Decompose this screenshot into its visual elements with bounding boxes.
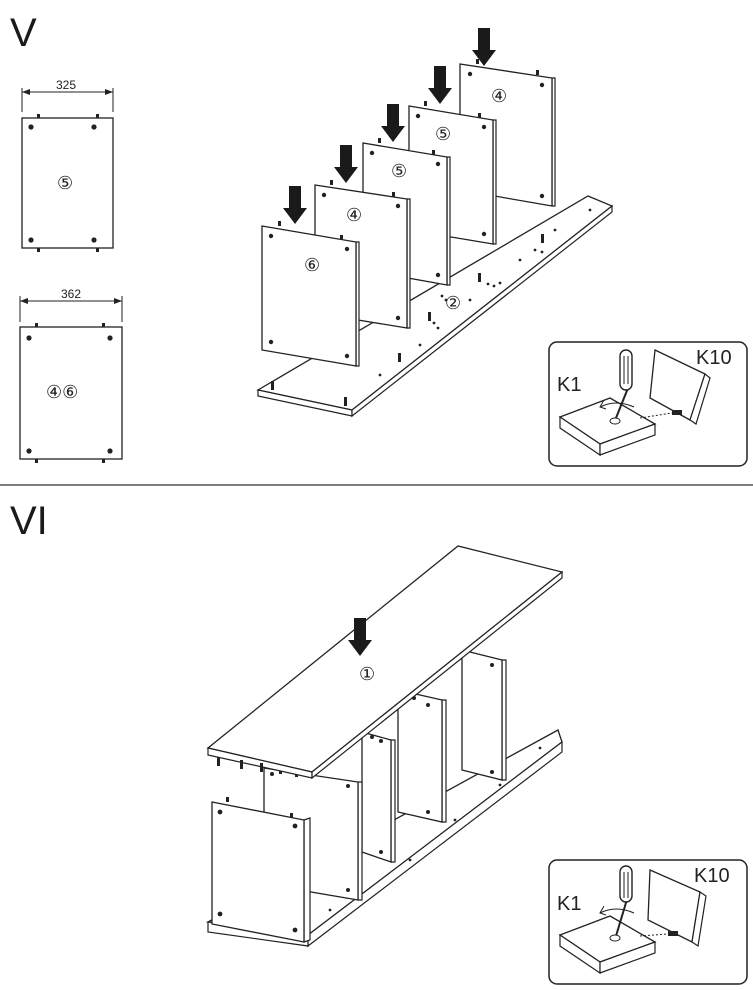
step-vi-label: VI: [10, 499, 48, 543]
panel-5-label: ④: [491, 86, 507, 107]
dimension-362: 362: [61, 287, 81, 301]
panel-4-label: ⑤: [435, 124, 451, 145]
panel-4: ⑤: [408, 66, 497, 245]
vi-top-part-label: ①: [359, 664, 375, 685]
panel-1-label: ⑥: [304, 255, 320, 276]
panel-2-label: ④: [346, 205, 362, 226]
inset-v: K1 K10: [548, 341, 748, 467]
inset-v-label-k1: K1: [557, 374, 581, 396]
vi-inner-panel-3: [397, 689, 447, 823]
vi-inner-panel-4: [461, 649, 507, 781]
inset-vi-label-k1: K1: [557, 893, 581, 915]
panel-spec-bottom-label: ④⑥: [46, 382, 78, 403]
inset-vi: K1 K10: [548, 859, 748, 985]
top-board: ①: [206, 545, 564, 780]
inset-v-label-k10: K10: [696, 347, 732, 369]
panel-spec-325: 325 ⑤: [21, 78, 114, 252]
base-part-label: ②: [445, 293, 461, 314]
inset-vi-label-k10: K10: [694, 865, 730, 887]
vi-side-panel: [211, 797, 311, 943]
panel-spec-362: 362 ④⑥: [19, 287, 123, 463]
step-v-label: V: [10, 11, 37, 55]
vi-inner-panel-2: [361, 731, 396, 863]
panel-1: ⑥: [261, 186, 360, 367]
panel-3-label: ⑤: [391, 161, 407, 182]
dimension-325: 325: [56, 78, 76, 92]
panel-spec-top-label: ⑤: [57, 173, 73, 194]
